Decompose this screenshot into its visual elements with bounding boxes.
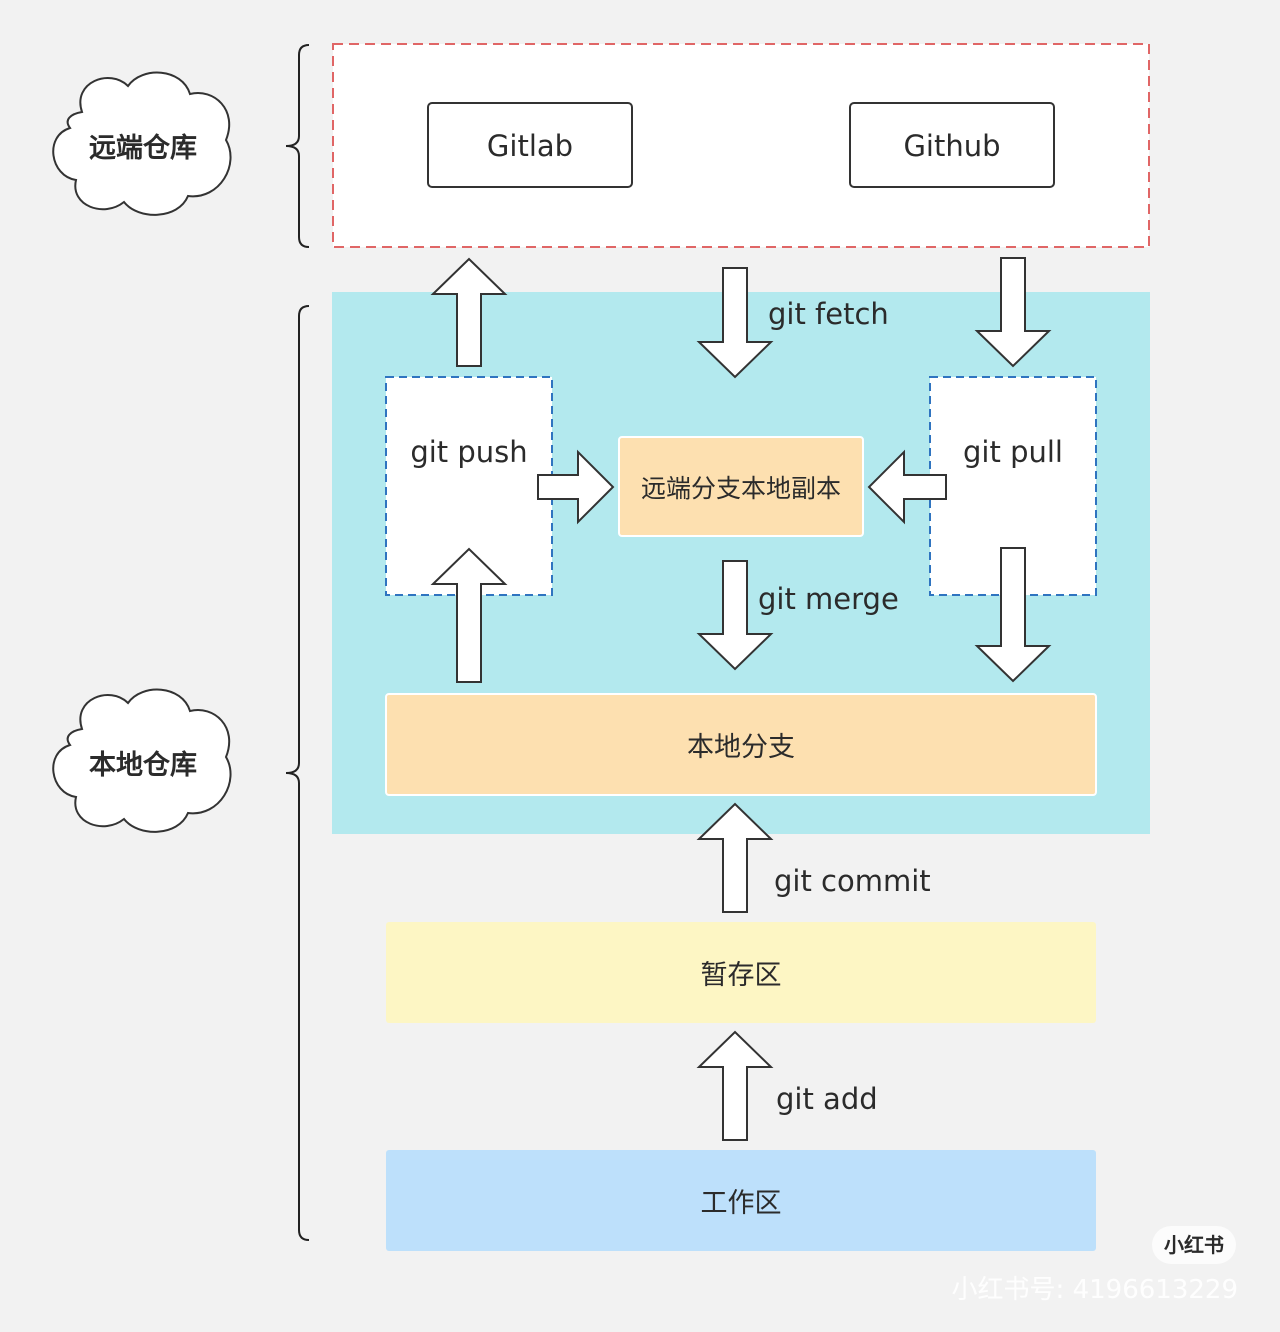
remote-brace	[285, 44, 310, 248]
arrow-right-push-to-copy-icon	[537, 449, 615, 525]
arrow-up-add-icon	[696, 1030, 774, 1141]
arrow-left-pull-to-copy-icon	[867, 449, 947, 525]
git-merge-label: git merge	[758, 582, 899, 616]
staging-area-box: 暂存区	[386, 922, 1096, 1023]
arrow-up-commit-icon	[696, 802, 774, 913]
arrow-down-merge-icon	[696, 560, 774, 671]
arrow-up-push-to-remote-icon	[430, 257, 508, 367]
watermark-badge	[1152, 1226, 1236, 1264]
working-area-label: 工作区	[701, 1188, 782, 1219]
staging-area-label: 暂存区	[701, 960, 782, 991]
arrow-up-local-to-push-icon	[430, 547, 508, 683]
arrow-down-remote-to-pull-icon	[974, 257, 1052, 368]
working-area-box: 工作区	[386, 1150, 1096, 1251]
local-branch-label: 本地分支	[687, 732, 795, 763]
watermark-id: 小红书号: 4196613229	[952, 1275, 1238, 1305]
watermark: 小红书 小红书号: 4196613229	[952, 1226, 1238, 1305]
cloud-shape-icon	[52, 71, 232, 216]
local-repo-label: 本地仓库	[89, 750, 197, 781]
git-pull-label: git pull	[963, 435, 1063, 469]
cloud-local-repo: 本地仓库	[52, 688, 232, 833]
cloud-remote-repo: 远端仓库	[52, 71, 232, 216]
git-push-label: git push	[410, 435, 527, 469]
arrow-down-pull-to-local-icon	[974, 547, 1052, 683]
git-add-label: git add	[776, 1082, 878, 1116]
github-label: Github	[903, 129, 1000, 163]
git-fetch-label: git fetch	[768, 297, 889, 331]
remote-repo-label: 远端仓库	[89, 133, 197, 164]
local-brace	[285, 305, 310, 1241]
remote-branch-copy-label: 远端分支本地副本	[641, 474, 841, 503]
arrow-down-fetch-icon	[696, 267, 774, 379]
gitlab-box: Gitlab	[427, 102, 633, 188]
local-branch-box: 本地分支	[385, 693, 1097, 796]
cloud-shape-icon	[52, 688, 232, 833]
git-commit-label: git commit	[774, 864, 931, 898]
gitlab-label: Gitlab	[487, 129, 573, 163]
remote-branch-copy-box: 远端分支本地副本	[618, 436, 864, 537]
github-box: Github	[849, 102, 1055, 188]
watermark-logo: 小红书	[1164, 1233, 1224, 1257]
